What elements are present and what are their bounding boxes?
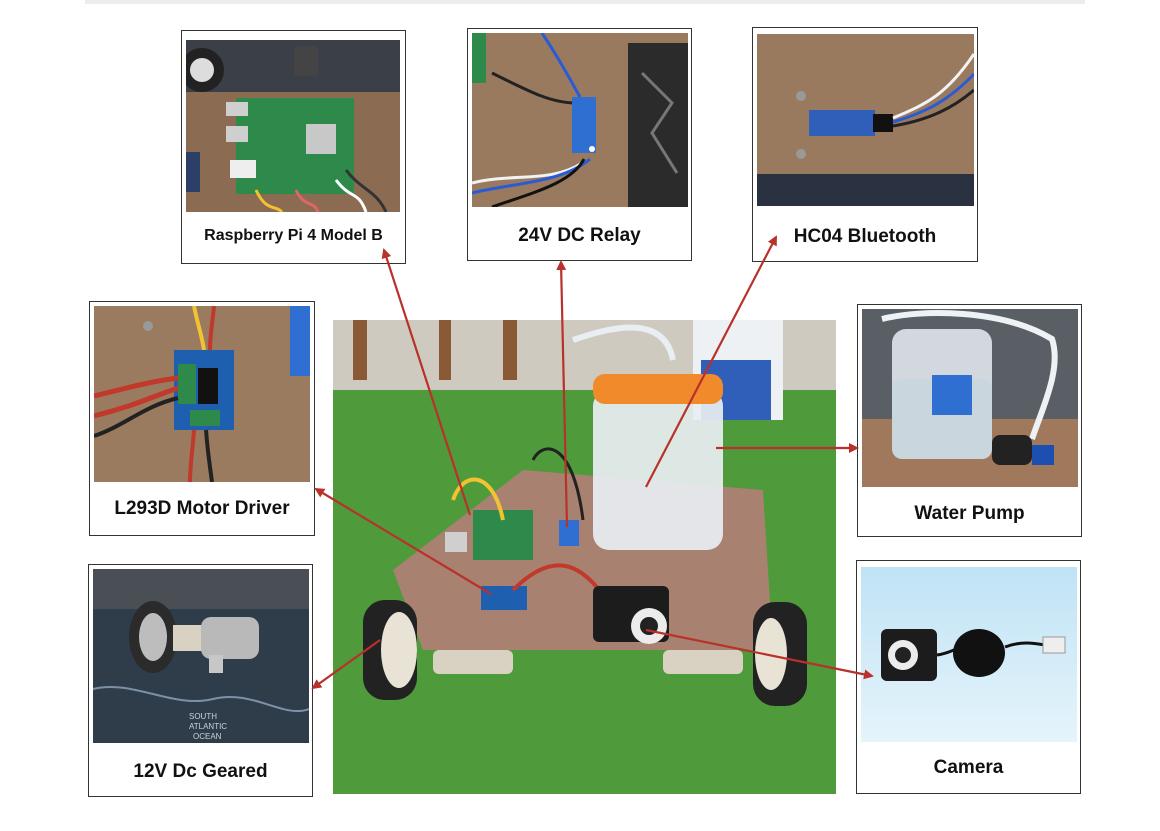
motor-driver-photo <box>94 306 310 482</box>
water-pump-card: Water Pump <box>857 304 1082 537</box>
water-pump-label: Water Pump <box>914 503 1025 524</box>
usb-camera-photo <box>861 567 1077 742</box>
svg-text:OCEAN: OCEAN <box>193 732 222 741</box>
svg-text:SOUTH: SOUTH <box>189 712 217 721</box>
relay-label: 24V DC Relay <box>518 225 641 246</box>
camera-label: Camera <box>933 757 1004 778</box>
camera-card: Camera <box>856 560 1081 794</box>
raspberry-pi-card: Raspberry Pi 4 Model B <box>181 30 406 264</box>
raspberry-pi-label: Raspberry Pi 4 Model B <box>204 227 383 244</box>
geared-motor-card: SOUTH ATLANTIC OCEAN 12V Dc Geared <box>88 564 313 797</box>
bluetooth-module-photo <box>757 34 974 206</box>
bluetooth-card: HC04 Bluetooth <box>752 27 978 262</box>
relay-module-photo <box>472 33 688 207</box>
motor-driver-label: L293D Motor Driver <box>114 498 290 519</box>
water-pump-photo <box>862 309 1078 487</box>
top-divider <box>85 0 1085 4</box>
robot-car-assembly-photo <box>333 320 836 794</box>
geared-motor-photo: SOUTH ATLANTIC OCEAN <box>93 569 309 743</box>
svg-text:ATLANTIC: ATLANTIC <box>189 722 227 731</box>
motor-driver-card: L293D Motor Driver <box>89 301 315 536</box>
geared-motor-label: 12V Dc Geared <box>133 761 268 782</box>
raspberry-pi-board-photo <box>186 40 400 212</box>
relay-card: 24V DC Relay <box>467 28 692 261</box>
bluetooth-label: HC04 Bluetooth <box>793 226 937 247</box>
